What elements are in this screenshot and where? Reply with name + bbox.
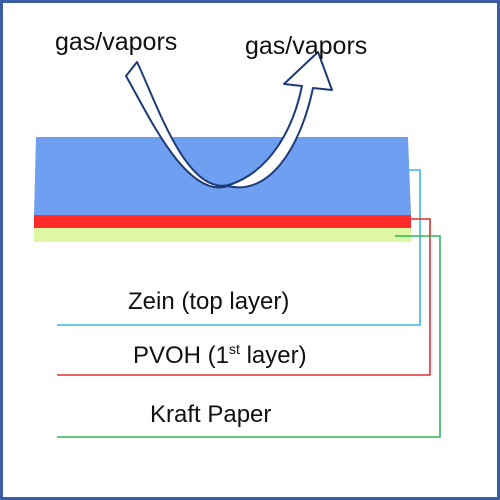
pvoh-label-superscript: st xyxy=(229,341,240,357)
gas-out-label: gas/vapors xyxy=(245,32,368,60)
zein-layer xyxy=(34,137,411,215)
zein-layer-label: Zein (top layer) xyxy=(128,288,290,315)
zein-leader-line xyxy=(57,169,421,326)
pvoh-layer-label: PVOH (1st layer) xyxy=(133,341,307,369)
pvoh-label-text: PVOH (1 xyxy=(133,342,230,369)
kraft-leader-line xyxy=(57,235,441,438)
pvoh-label-suffix: layer) xyxy=(239,342,307,369)
gas-in-label: gas/vapors xyxy=(55,28,178,56)
pvoh-leader-line xyxy=(57,218,431,376)
gas-flow-arrow xyxy=(125,51,333,189)
pvoh-layer xyxy=(34,215,411,228)
kraft-paper-label: Kraft Paper xyxy=(150,401,272,428)
kraft-paper-layer xyxy=(34,228,411,242)
